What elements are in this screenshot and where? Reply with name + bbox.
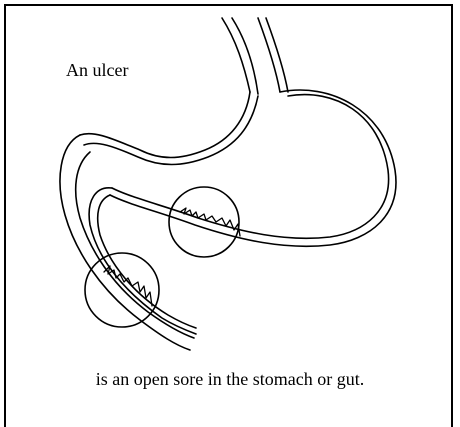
stomach-lesser-curve-inner xyxy=(84,96,258,165)
duodenum-top-inner xyxy=(76,152,194,338)
esophagus-wall-left-inner xyxy=(232,18,258,94)
duodenum-bottom-inner xyxy=(89,188,196,334)
stomach-outer-inner xyxy=(112,95,389,239)
duodenum-bottom xyxy=(98,195,196,328)
ulcer-circle-gut xyxy=(85,253,159,327)
ulcer-sore-gut xyxy=(104,266,152,306)
esophagus-wall-left xyxy=(222,18,250,92)
diagram-caption: is an open sore in the stomach or gut. xyxy=(80,368,380,390)
diagram-heading: An ulcer xyxy=(66,60,128,81)
esophagus-wall-right xyxy=(258,18,280,92)
